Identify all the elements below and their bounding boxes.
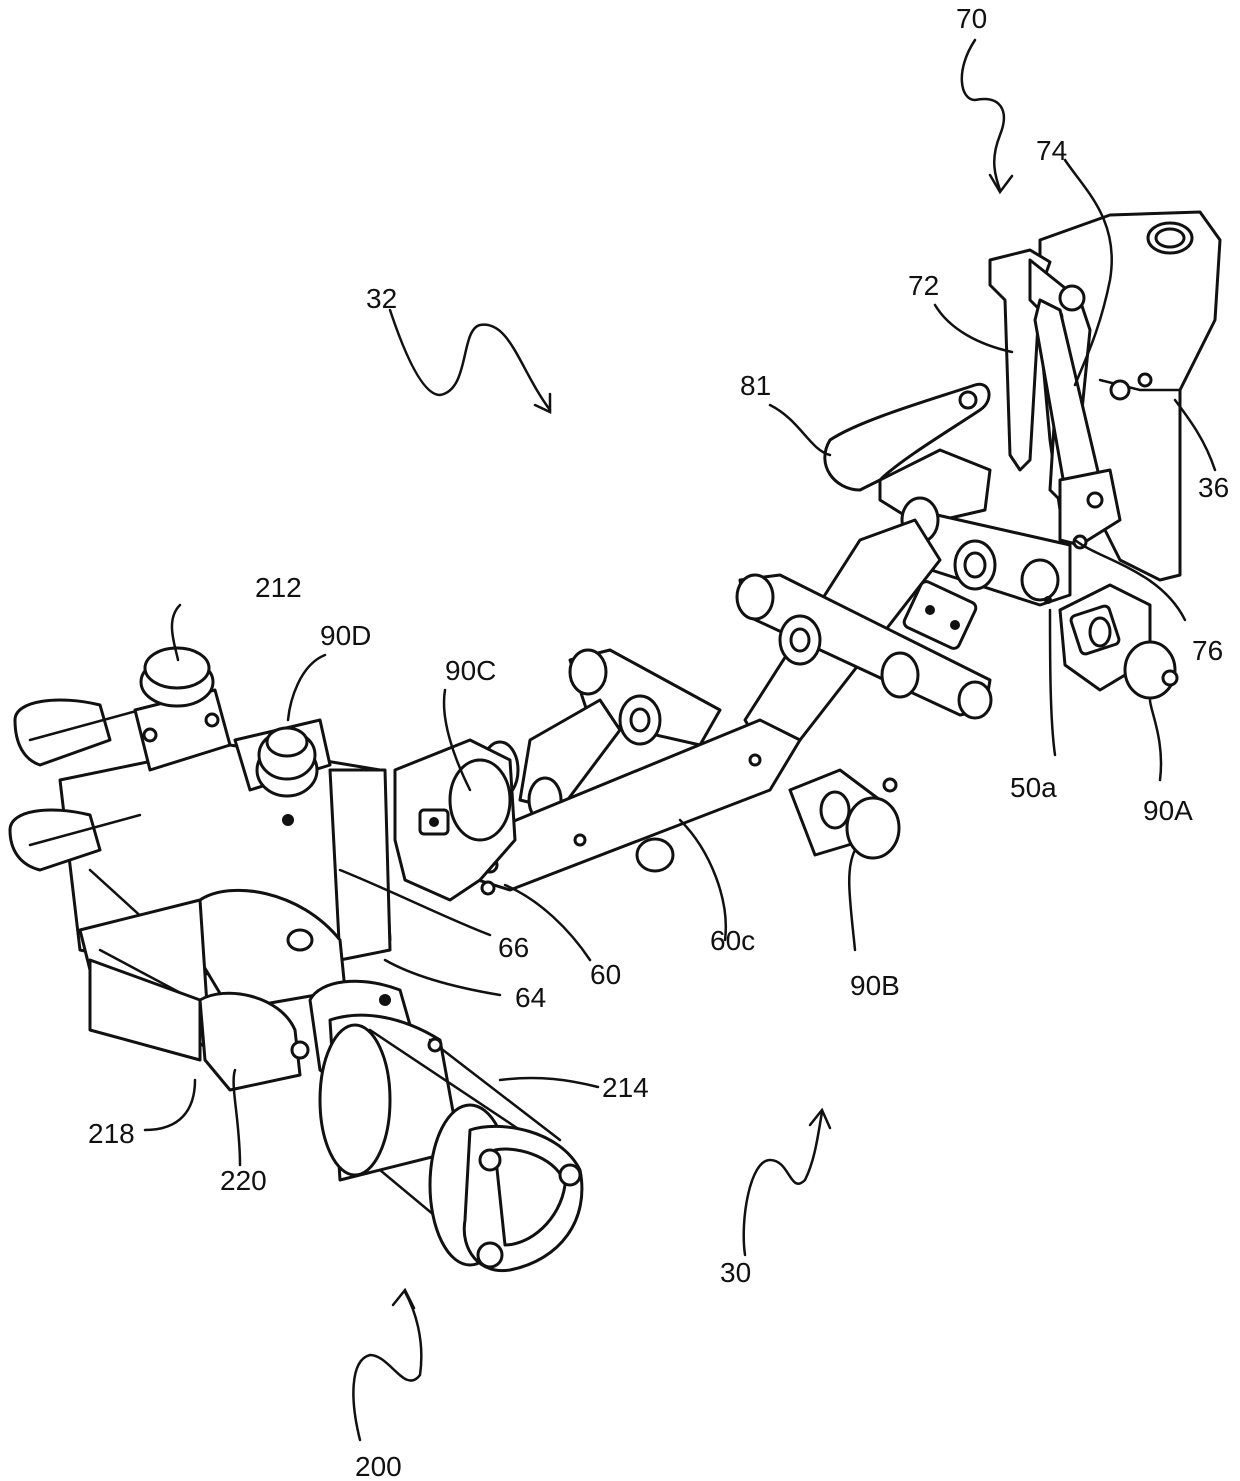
label-50a: 50a xyxy=(1010,772,1057,803)
label-81: 81 xyxy=(740,370,771,401)
label-60: 60 xyxy=(590,959,621,990)
label-32: 32 xyxy=(366,283,397,314)
label-200: 200 xyxy=(355,1451,402,1481)
main-arm xyxy=(478,720,800,894)
label-214: 214 xyxy=(602,1072,649,1103)
label-66: 66 xyxy=(498,932,529,963)
label-60c: 60c xyxy=(710,925,755,956)
label-70: 70 xyxy=(956,3,987,34)
label-64: 64 xyxy=(515,982,546,1013)
label-212: 212 xyxy=(255,572,302,603)
label-90c: 90C xyxy=(445,655,496,686)
cage-assembly xyxy=(310,981,582,1270)
label-90b: 90B xyxy=(850,970,900,1001)
label-90a: 90A xyxy=(1143,795,1193,826)
label-74: 74 xyxy=(1036,135,1067,166)
motor-90a xyxy=(1060,585,1177,698)
label-90d: 90D xyxy=(320,620,371,651)
label-30: 30 xyxy=(720,1257,751,1288)
label-218: 218 xyxy=(88,1118,135,1149)
motor-90b xyxy=(790,770,899,858)
label-72: 72 xyxy=(908,270,939,301)
label-36: 36 xyxy=(1198,472,1229,503)
label-76: 76 xyxy=(1192,635,1223,666)
label-220: 220 xyxy=(220,1165,267,1196)
